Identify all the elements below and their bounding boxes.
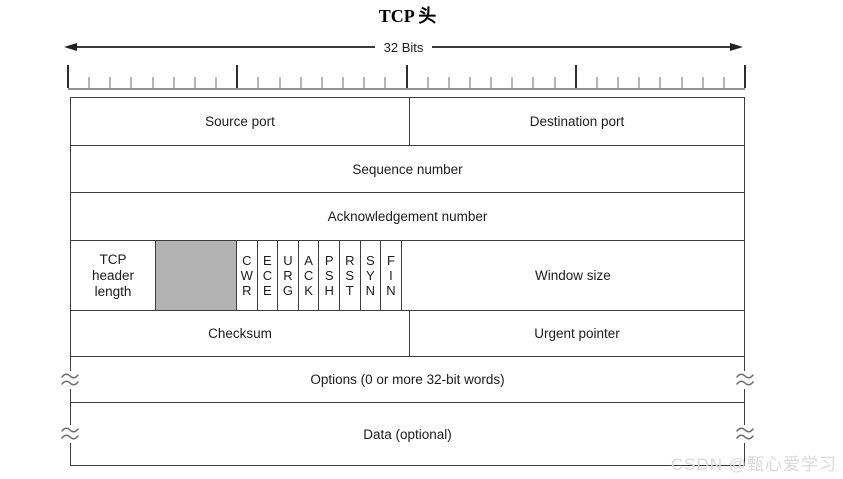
ruler-tick [67, 65, 69, 88]
ruler-tick [511, 77, 513, 88]
left-arrowhead-icon [64, 43, 77, 51]
field-urgent-pointer: Urgent pointer [534, 326, 620, 341]
ruler-tick [300, 77, 302, 88]
ruler-tick [659, 77, 661, 88]
row-ports: Source port Destination port [70, 97, 745, 146]
flag-urg: U R G [278, 241, 299, 310]
arrow-line [77, 46, 375, 48]
ruler-tick [617, 77, 619, 88]
row-checksum: Checksum Urgent pointer [70, 311, 745, 357]
row-options: Options (0 or more 32-bit words) [60, 357, 755, 403]
watermark: CSDN @甄心爱学习 [670, 455, 837, 474]
break-mark-icon [735, 425, 755, 443]
flag-ack: A C K [299, 241, 320, 310]
ruler-tick [215, 77, 217, 88]
row-acknowledgement-number: Acknowledgement number [70, 193, 745, 241]
field-window-size: Window size [534, 268, 611, 283]
flag-psh: P S H [319, 241, 340, 310]
ruler-tick [109, 77, 111, 88]
ruler-tick [321, 77, 323, 88]
ruler-tick [342, 77, 344, 88]
diagram-title: TCP 头 [378, 6, 437, 26]
ruler-tick [257, 77, 259, 88]
flag-cwr: C W R [237, 241, 258, 310]
ruler-tick [681, 77, 683, 88]
ruler-tick [130, 77, 132, 88]
row-data: Data (optional) [60, 403, 755, 466]
field-sequence-number: Sequence number [352, 161, 463, 177]
header-fields-table: Source port Destination port Sequence nu… [60, 97, 755, 466]
ruler-tick [490, 77, 492, 88]
ruler-tick [723, 77, 725, 88]
ruler-tick [532, 77, 534, 88]
ruler-tick [554, 77, 556, 88]
ruler-tick [574, 65, 577, 88]
flag-syn: S Y N [361, 241, 382, 310]
field-reserved [156, 241, 237, 310]
right-arrowhead-icon [730, 43, 743, 51]
ruler-tick [744, 65, 746, 88]
ruler-tick [363, 77, 365, 88]
ruler-tick [279, 77, 281, 88]
field-source-port: Source port [71, 98, 410, 145]
ruler-tick [469, 77, 471, 88]
bits-width-arrow: 32 Bits [64, 39, 743, 55]
ruler-tick [236, 65, 239, 88]
ruler-tick [152, 77, 154, 88]
ruler-tick [638, 77, 640, 88]
ruler-tick [405, 65, 408, 88]
field-checksum: Checksum [71, 311, 410, 356]
flag-ece: E C E [258, 241, 279, 310]
ruler-tick [427, 77, 429, 88]
flag-fin: F I N [381, 241, 402, 310]
flag-rst: R S T [340, 241, 361, 310]
ruler-tick [88, 77, 90, 88]
field-data: Data (optional) [363, 426, 452, 442]
ruler-tick [173, 77, 175, 88]
field-options: Options (0 or more 32-bit words) [310, 372, 505, 387]
field-acknowledgement-number: Acknowledgement number [327, 209, 488, 224]
ruler-tick [596, 77, 598, 88]
ruler-tick [702, 77, 704, 88]
break-mark-icon [60, 370, 80, 389]
break-mark-icon [735, 370, 755, 389]
row-sequence-number: Sequence number [70, 146, 745, 193]
row-flags: TCP header length C W R E C E U R G A C … [70, 241, 745, 311]
ruler-tick [384, 77, 386, 88]
bit-ruler [67, 64, 746, 90]
ruler-tick [194, 77, 196, 88]
bits-label: 32 Bits [383, 39, 424, 55]
arrow-line [432, 46, 730, 48]
ruler-tick [448, 77, 450, 88]
field-destination-port: Destination port [529, 114, 625, 129]
break-mark-icon [60, 425, 80, 443]
field-tcp-header-length: TCP header length [71, 241, 156, 310]
